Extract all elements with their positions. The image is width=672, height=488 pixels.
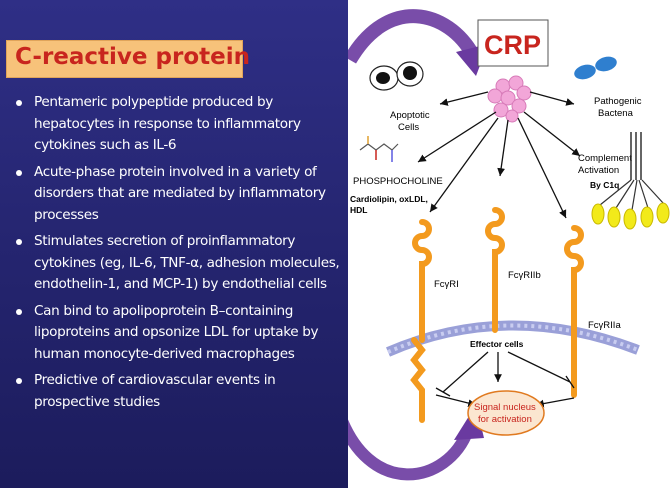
receptor-fcgri — [410, 219, 432, 423]
signal-arrows — [435, 351, 575, 408]
label-effector-cells: Effector cells — [470, 339, 524, 349]
bullet-item: Predictive of cardiovascular events in p… — [14, 370, 344, 413]
purple-curved-arrow-bottom — [348, 418, 474, 481]
label-phosphocholine: PHOSPHOCHOLINE — [353, 176, 443, 187]
c1q-complex-icon — [591, 132, 670, 230]
pathogenic-bacteria-icon — [574, 56, 617, 80]
crp-diagram: CRP Apoptotic Cells Pathogenic Bactena — [348, 9, 670, 481]
label-apoptotic-2: Cells — [398, 122, 419, 133]
label-apoptotic: Apoptotic — [390, 110, 430, 121]
label-complement: Complement — [578, 153, 632, 164]
crp-arrows — [417, 91, 581, 219]
label-pathogenic-2: Bactena — [598, 108, 634, 119]
label-ligands: Cardiolipin, oxLDL, — [350, 194, 428, 204]
apoptotic-cells-icon — [369, 61, 424, 91]
label-pathogenic: Pathogenic — [594, 96, 642, 107]
label-fcgriib: FcγRIIb — [508, 270, 541, 281]
receptor-fcgriib — [485, 207, 505, 333]
crp-box — [477, 19, 549, 67]
purple-curved-arrow-top — [348, 9, 480, 64]
signal-nucleus — [467, 390, 545, 436]
label-fcgri: FcγRI — [434, 279, 459, 290]
label-ligands-2: HDL — [350, 205, 367, 215]
label-by-c1q: By C1q — [590, 180, 619, 190]
cell-membrane — [386, 320, 640, 357]
crp-label: CRP — [484, 30, 541, 60]
title-box: C-reactive protein — [6, 40, 250, 78]
bullet-list: Pentameric polypeptide produced by hepat… — [14, 92, 344, 418]
label-signal-nucleus: Signal nucleus — [474, 402, 536, 413]
bullet-item: Pentameric polypeptide produced by hepat… — [14, 92, 344, 157]
bullet-item: Can bind to apolipoprotein B–containing … — [14, 301, 344, 366]
slide-title: C-reactive protein — [15, 44, 250, 70]
bullet-item: Acute-phase protein involved in a variet… — [14, 162, 344, 227]
slide-left-panel: C-reactive protein Pentameric polypeptid… — [0, 0, 348, 488]
crp-pentamer-icon — [487, 75, 532, 123]
phosphocholine-molecule-icon — [359, 136, 399, 162]
diagram-panel: CRP Apoptotic Cells Pathogenic Bactena — [348, 0, 672, 488]
bullet-item: Stimulates secretion of proinflammatory … — [14, 231, 344, 296]
label-signal-nucleus-2: for activation — [478, 414, 532, 425]
label-complement-2: Activation — [578, 165, 619, 176]
label-fcgriia: FcγRIIa — [588, 320, 621, 331]
receptor-fcgriia — [564, 225, 584, 398]
